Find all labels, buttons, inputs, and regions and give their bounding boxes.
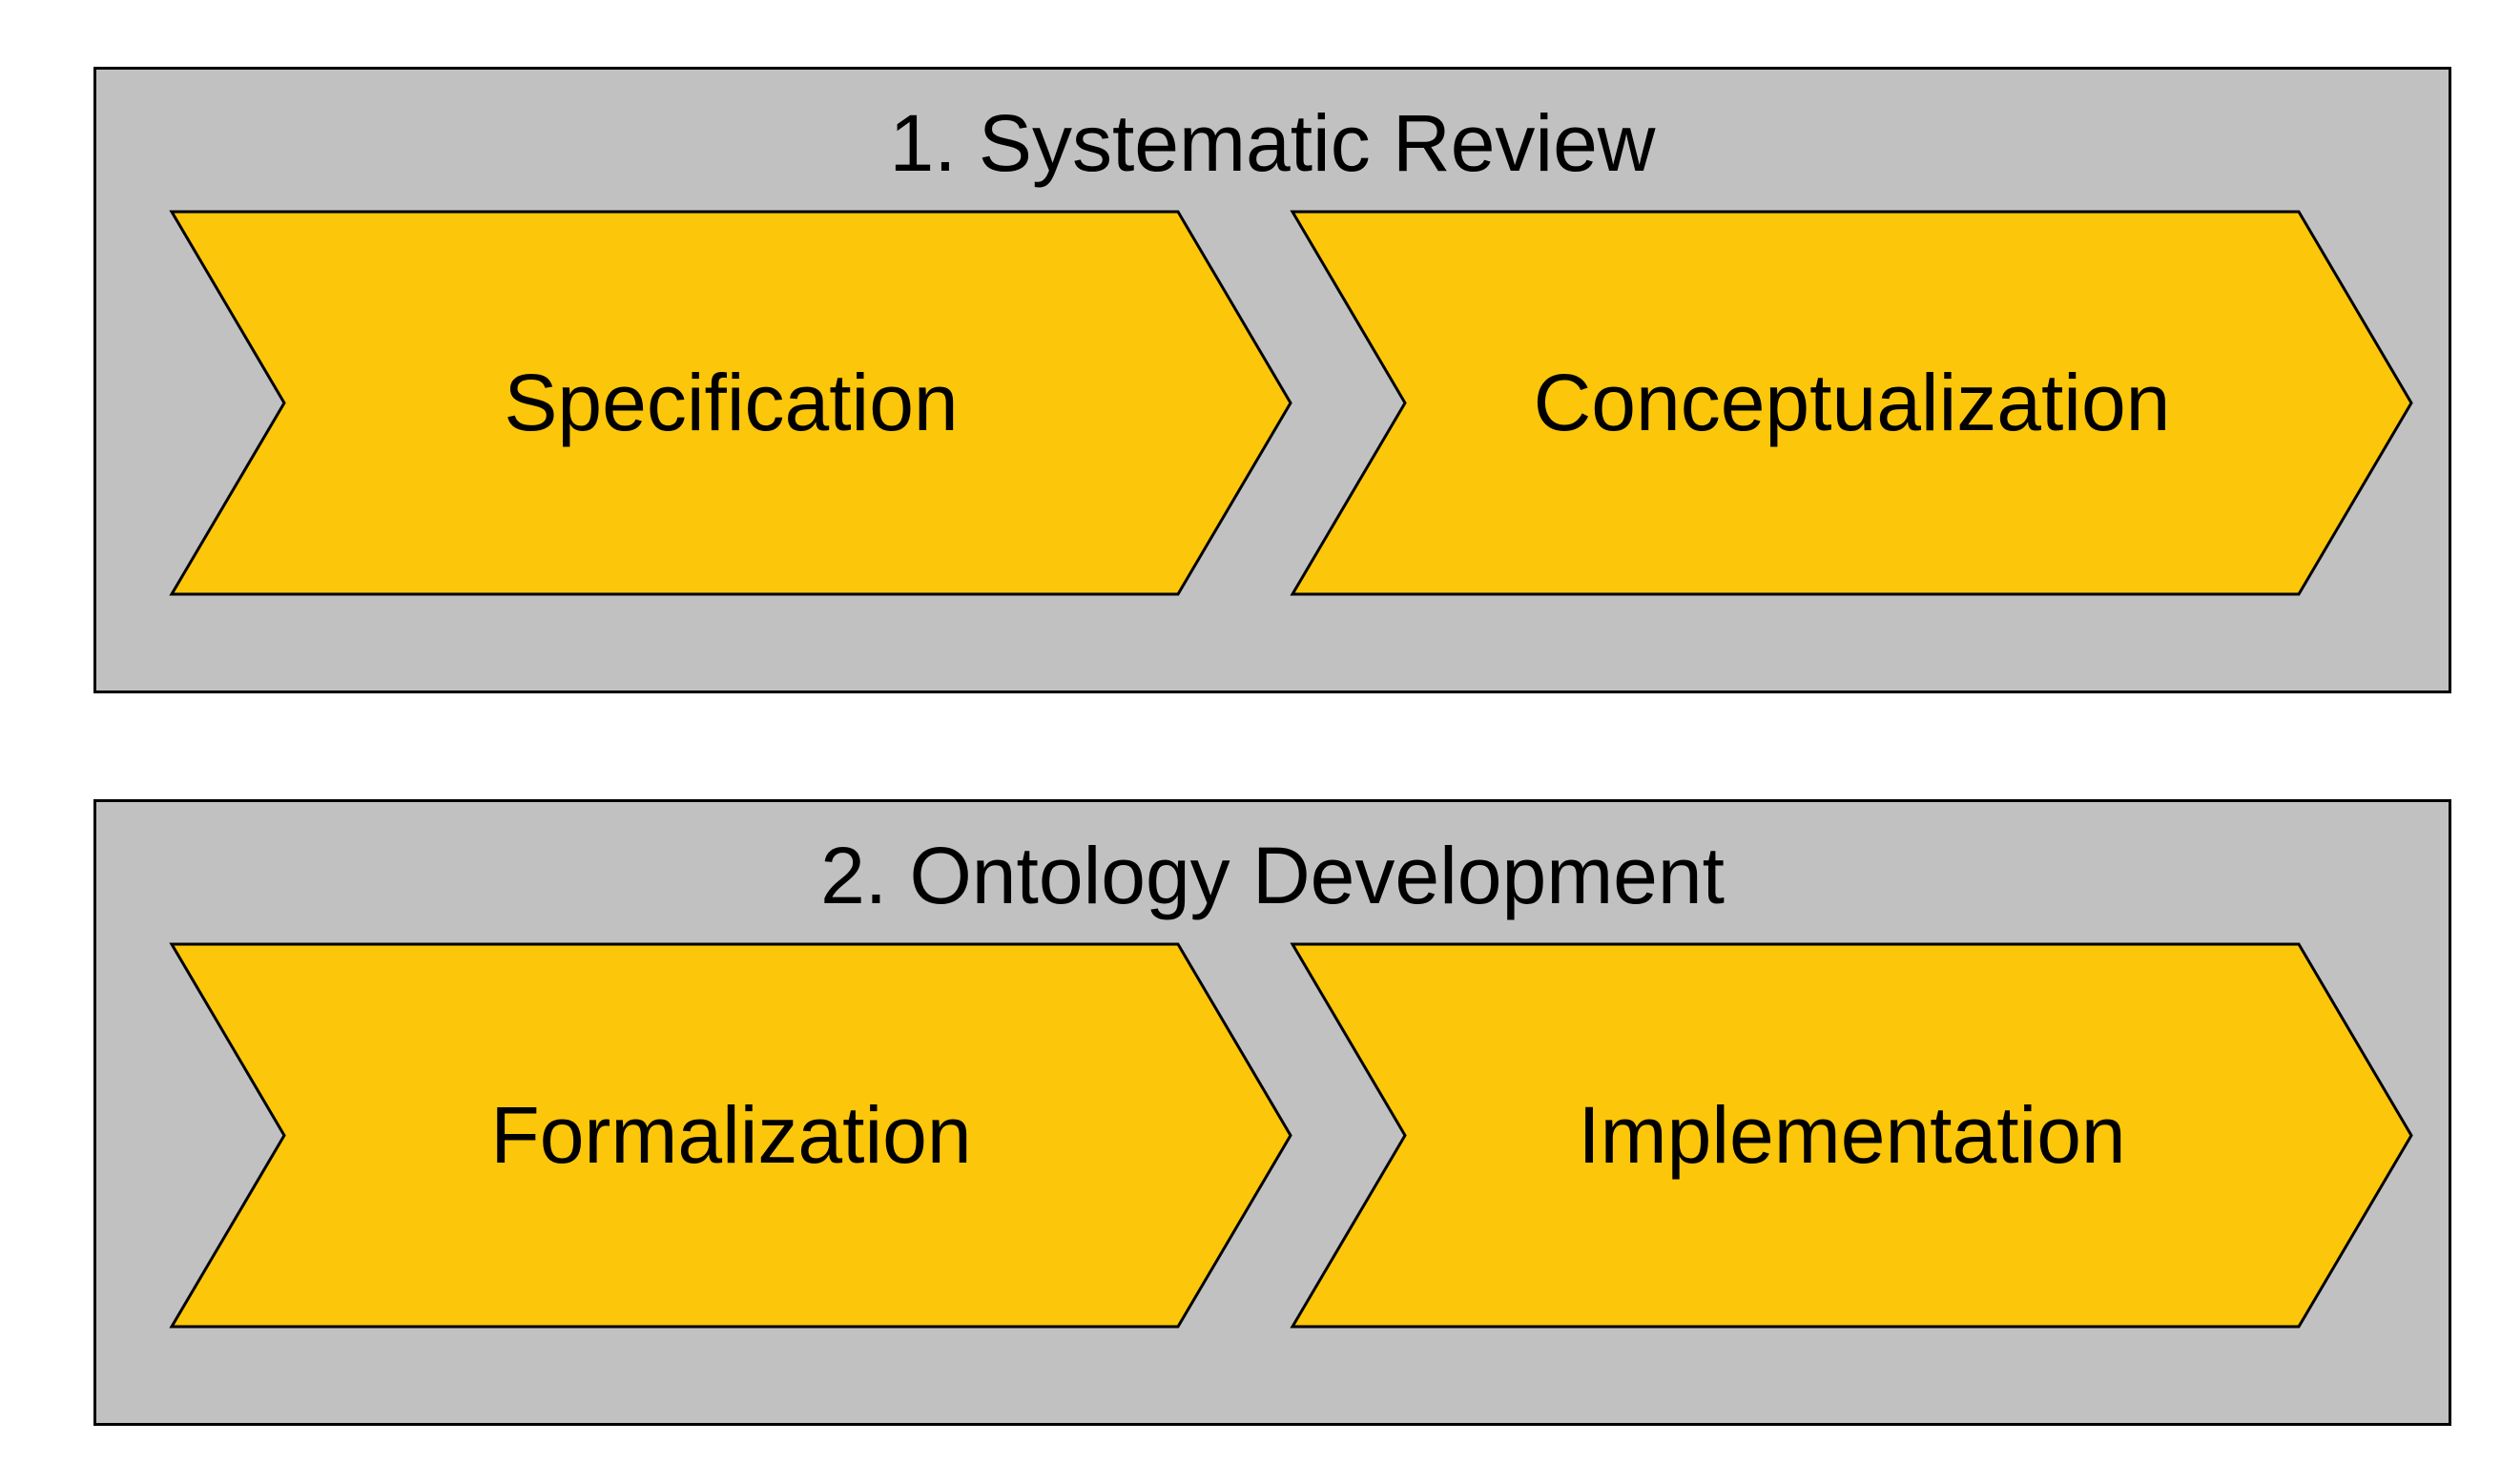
chevron-label: Conceptualization <box>1533 358 2171 447</box>
chevron-label: Specification <box>504 358 959 447</box>
phase-title: 2. Ontology Development <box>820 831 1725 920</box>
chevron-arrow-icon <box>169 942 1292 1329</box>
chevron-arrow-shape <box>1290 942 2413 1329</box>
chevron-label: Formalization <box>490 1090 972 1180</box>
step-formalization: Formalization <box>169 942 1292 1329</box>
step-implementation: Implementation <box>1290 942 2413 1329</box>
chevron-label: Implementation <box>1578 1090 2126 1180</box>
phase-title: 1. Systematic Review <box>889 98 1656 188</box>
chevron-arrow-shape <box>169 942 1292 1329</box>
chevron-arrow-icon <box>169 210 1292 596</box>
chevron-arrow-shape <box>1290 210 2413 596</box>
phase-box-ontology-development: 2. Ontology Development Formalization Im… <box>93 799 2451 1426</box>
chevron-arrow-icon <box>1290 210 2413 596</box>
step-specification: Specification <box>169 210 1292 596</box>
chevron-arrow-shape <box>169 210 1292 596</box>
chevron-arrow-icon <box>1290 942 2413 1329</box>
step-conceptualization: Conceptualization <box>1290 210 2413 596</box>
phase-box-systematic-review: 1. Systematic Review Specification Conce… <box>93 67 2451 693</box>
